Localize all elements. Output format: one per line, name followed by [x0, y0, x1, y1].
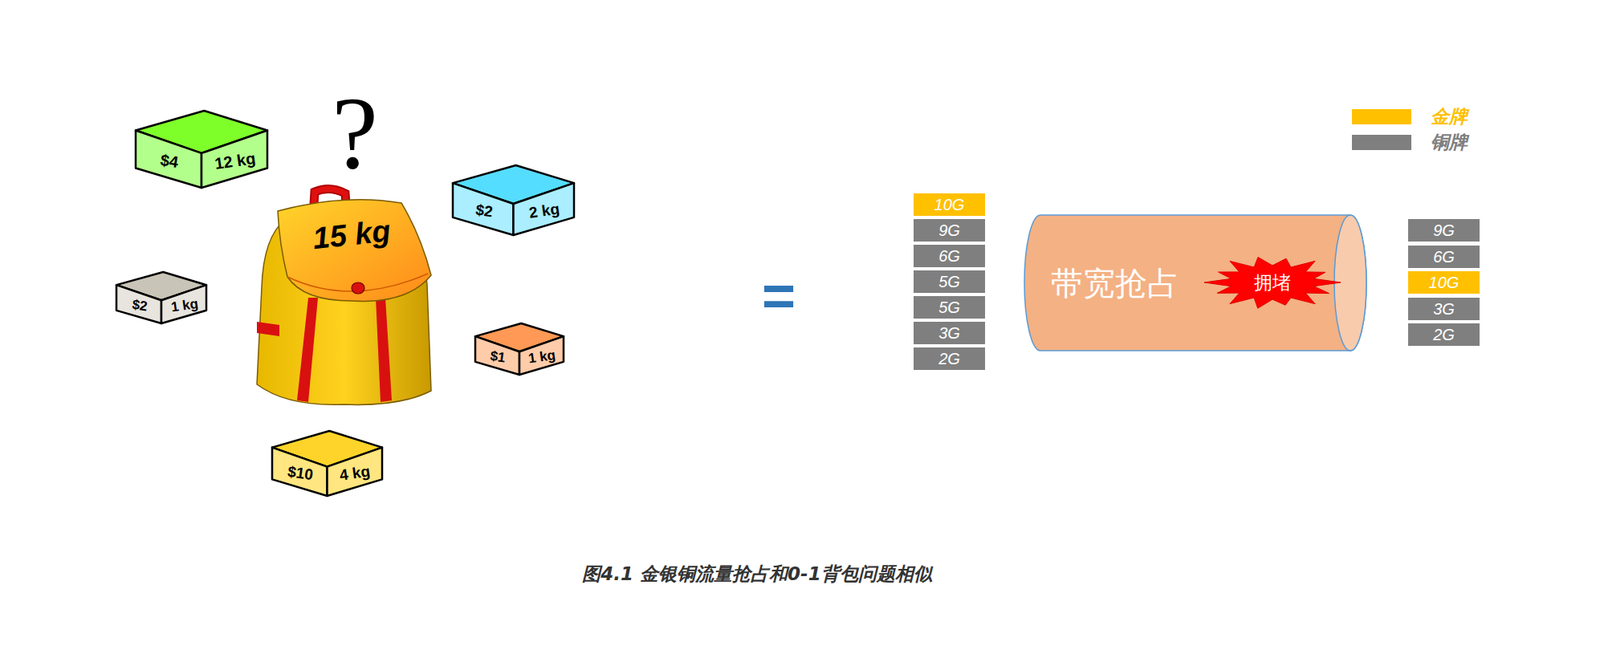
traffic-size: 3G: [938, 324, 961, 343]
congestion-burst-box: 拥堵: [1203, 254, 1342, 311]
item-box: $412 kg: [134, 109, 269, 189]
item-box: $104 kg: [271, 430, 383, 497]
traffic-size: 10G: [934, 195, 965, 215]
traffic-bar: 2G: [1408, 323, 1480, 347]
traffic-bar: 10G: [913, 193, 986, 216]
traffic-size: 2G: [938, 350, 961, 369]
traffic-size: 9G: [1433, 221, 1455, 241]
legend-swatch: [1351, 109, 1412, 125]
figure-caption: 图4.1 金银铜流量抢占和0-1背包问题相似: [582, 563, 932, 587]
traffic-size: 2G: [1433, 325, 1455, 345]
traffic-bar: 5G: [913, 270, 986, 294]
traffic-bar: 10G: [1408, 271, 1480, 294]
item-value: $10: [286, 463, 314, 485]
traffic-size: 6G: [938, 247, 961, 266]
item-value: $2: [130, 297, 148, 315]
congestion-label: 拥堵: [1253, 272, 1291, 294]
traffic-size: 5G: [938, 272, 961, 292]
traffic-bar: 3G: [913, 321, 986, 345]
item-value: $1: [488, 348, 506, 367]
equals-sign: =: [761, 266, 796, 325]
traffic-size: 5G: [938, 298, 961, 318]
item-box: $11 kg: [474, 322, 565, 376]
traffic-size: 9G: [938, 221, 961, 241]
item-value: $2: [474, 201, 494, 222]
traffic-bar: 2G: [913, 347, 986, 371]
traffic-bar: 3G: [1408, 297, 1480, 321]
traffic-bar: 5G: [913, 296, 986, 319]
item-box: $21 kg: [115, 271, 208, 325]
traffic-size: 6G: [1433, 247, 1455, 266]
traffic-size: 3G: [1433, 299, 1455, 318]
legend-text: 金牌: [1430, 105, 1468, 129]
item-value: $4: [159, 150, 180, 172]
item-box: $22 kg: [451, 164, 575, 237]
traffic-bar: 6G: [1408, 245, 1480, 269]
traffic-size: 10G: [1429, 273, 1460, 293]
pipe-label: 带宽抢占: [1050, 264, 1180, 302]
bandwidth-pipe: 带宽抢占 拥堵: [1024, 214, 1368, 352]
traffic-bar: 6G: [913, 244, 986, 268]
traffic-bar: 9G: [1408, 219, 1480, 242]
legend-text: 铜牌: [1430, 131, 1468, 155]
traffic-bar: 9G: [913, 219, 986, 242]
legend-swatch: [1351, 134, 1412, 151]
backpack: 15 kg: [255, 187, 434, 407]
question-mark: ?: [331, 80, 379, 185]
